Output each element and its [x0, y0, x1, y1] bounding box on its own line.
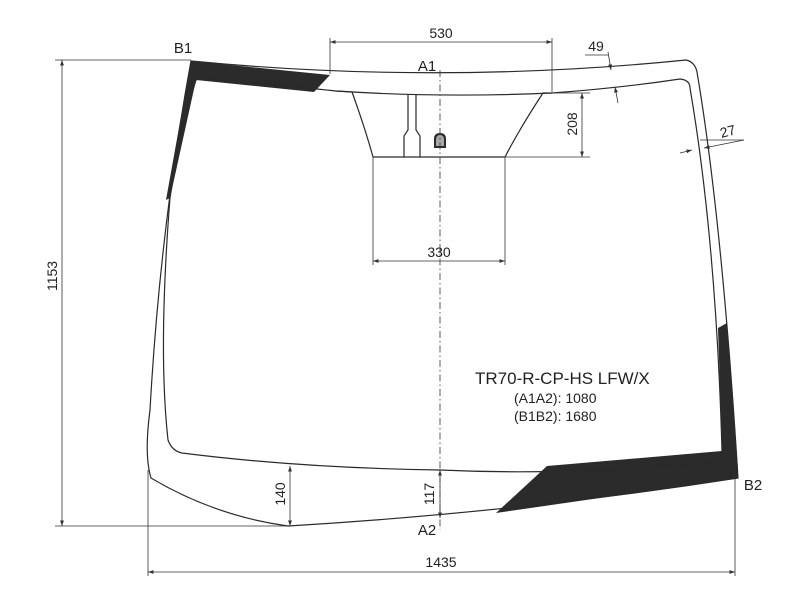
dim-49-label: 49	[588, 38, 604, 54]
point-label-b1: B1	[174, 40, 192, 57]
mirror-bracket	[403, 95, 421, 157]
dim-27-label: 27	[718, 121, 737, 141]
point-label-a2: A2	[418, 522, 436, 539]
dim-line-27	[679, 149, 693, 154]
point-label-a1: A1	[418, 58, 436, 75]
dim-line-49	[607, 51, 613, 71]
part-info-b1b2: (B1B2): 1680	[514, 408, 597, 424]
sensor-area-outline	[335, 90, 552, 158]
glass-outer-edge	[146, 59, 739, 527]
point-label-b2: B2	[744, 477, 762, 494]
part-code: TR70-R-CP-HS LFW/X	[475, 369, 650, 388]
dim-117-label: 117	[421, 483, 437, 506]
dim-208-label: 208	[564, 112, 580, 136]
camera-sensor-window	[436, 135, 444, 146]
glass-inner-edge	[162, 78, 723, 473]
part-info-a1a2: (A1A2): 1080	[514, 390, 597, 406]
dim-1153-label: 1153	[44, 261, 60, 291]
dim-1435-label: 1435	[425, 554, 456, 570]
dim-140-label: 140	[272, 482, 288, 506]
black-print-top-left	[166, 61, 330, 200]
dim-530-label: 530	[429, 25, 453, 41]
dim-330-label: 330	[427, 244, 451, 260]
